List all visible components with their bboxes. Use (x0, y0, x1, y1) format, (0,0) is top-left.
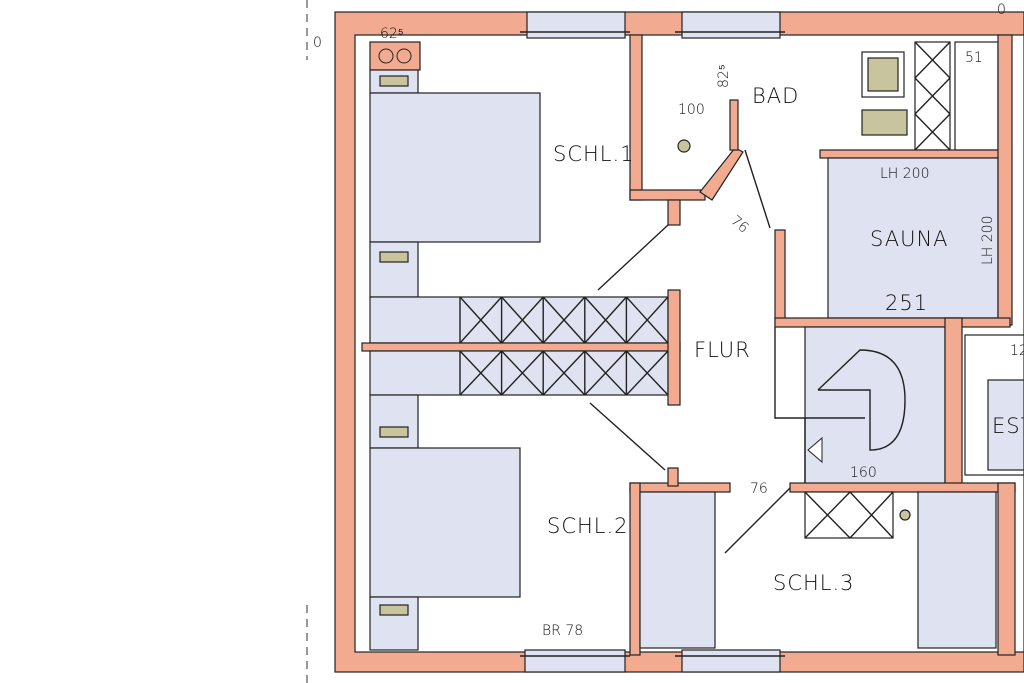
stair-arrow-icon (807, 436, 823, 464)
wardrobe-hatch (459, 350, 503, 396)
window (524, 649, 626, 673)
wall (997, 34, 1013, 326)
wall (819, 149, 1006, 159)
wardrobe-hatch (542, 296, 586, 344)
bad-door-wall (699, 147, 744, 201)
nightstand (369, 241, 419, 298)
lamp-icon (379, 604, 409, 616)
room-label-schl1: SCHL.1 (553, 142, 635, 166)
room-label-51: 51 (965, 50, 983, 66)
wardrobe-hatch (501, 296, 544, 344)
wall (774, 317, 1011, 328)
wall (774, 229, 786, 326)
wall (997, 482, 1016, 656)
wall (361, 342, 681, 352)
dim-stair: 160 (850, 465, 877, 481)
wardrobe-schl2 (369, 350, 669, 396)
wall (667, 467, 679, 487)
wardrobe-hatch (542, 350, 586, 396)
wall (667, 199, 681, 226)
axis-marker: 0 (997, 2, 1006, 18)
room-label-sauna: SAUNA (870, 227, 949, 251)
wall (667, 289, 681, 406)
lamp-icon (379, 75, 409, 87)
wardrobe-hatch (584, 350, 627, 396)
window (526, 11, 626, 39)
dim-schl2-window: BR 78 (542, 623, 583, 639)
room-label-estr: EST (992, 414, 1024, 438)
dim-top-left: 62⁵ (380, 26, 404, 42)
wardrobe-schl3-right (917, 491, 997, 649)
nightstand (369, 394, 419, 449)
dim-estr: 12 (1010, 343, 1024, 359)
lamp-icon (379, 426, 409, 438)
cabinet (804, 491, 894, 539)
wall (629, 34, 643, 201)
room-label-bad: BAD (752, 84, 799, 108)
wall (729, 99, 739, 151)
bed-schl1 (369, 92, 541, 243)
room-label-flur: FLUR (694, 338, 751, 362)
stove (369, 41, 421, 71)
dim-sauna-lh-side: LH 200 (980, 216, 996, 266)
estr-fill (987, 379, 1024, 471)
wardrobe-hatch (459, 296, 503, 344)
wall (629, 189, 706, 201)
stove-ring-icon (396, 48, 412, 64)
staircase (804, 326, 946, 486)
drain-icon (677, 139, 691, 153)
wardrobe-hatch (625, 296, 669, 344)
bed-schl2 (369, 447, 521, 598)
dim-bad-door: 82⁵ (716, 64, 732, 88)
toilet-fixture (861, 109, 908, 136)
wall (789, 482, 1016, 493)
sink-icon (899, 509, 911, 521)
dim-schl3-door: 76 (750, 481, 768, 497)
window (681, 649, 781, 673)
wall (944, 317, 963, 491)
room-label-schl3: SCHL.3 (773, 571, 855, 595)
stair-outline (774, 327, 906, 485)
axis-marker: 0 (313, 35, 322, 51)
window (681, 11, 781, 39)
wardrobe-hatch (584, 296, 627, 344)
wardrobe-schl1 (369, 296, 669, 344)
washbasin-fixture (867, 57, 899, 92)
wardrobe-schl3 (639, 491, 716, 649)
wall (629, 482, 731, 493)
wardrobe-hatch (625, 350, 669, 396)
dim-sauna-lh-top: LH 200 (880, 166, 930, 182)
wardrobe-hatch (501, 350, 544, 396)
dim-sauna-width: 251 (885, 291, 928, 315)
wall (629, 482, 641, 656)
room-label-schl2: SCHL.2 (547, 514, 629, 538)
dim-bad-width: 100 (678, 102, 705, 118)
lamp-icon (379, 251, 409, 263)
stove-ring-icon (378, 48, 394, 64)
